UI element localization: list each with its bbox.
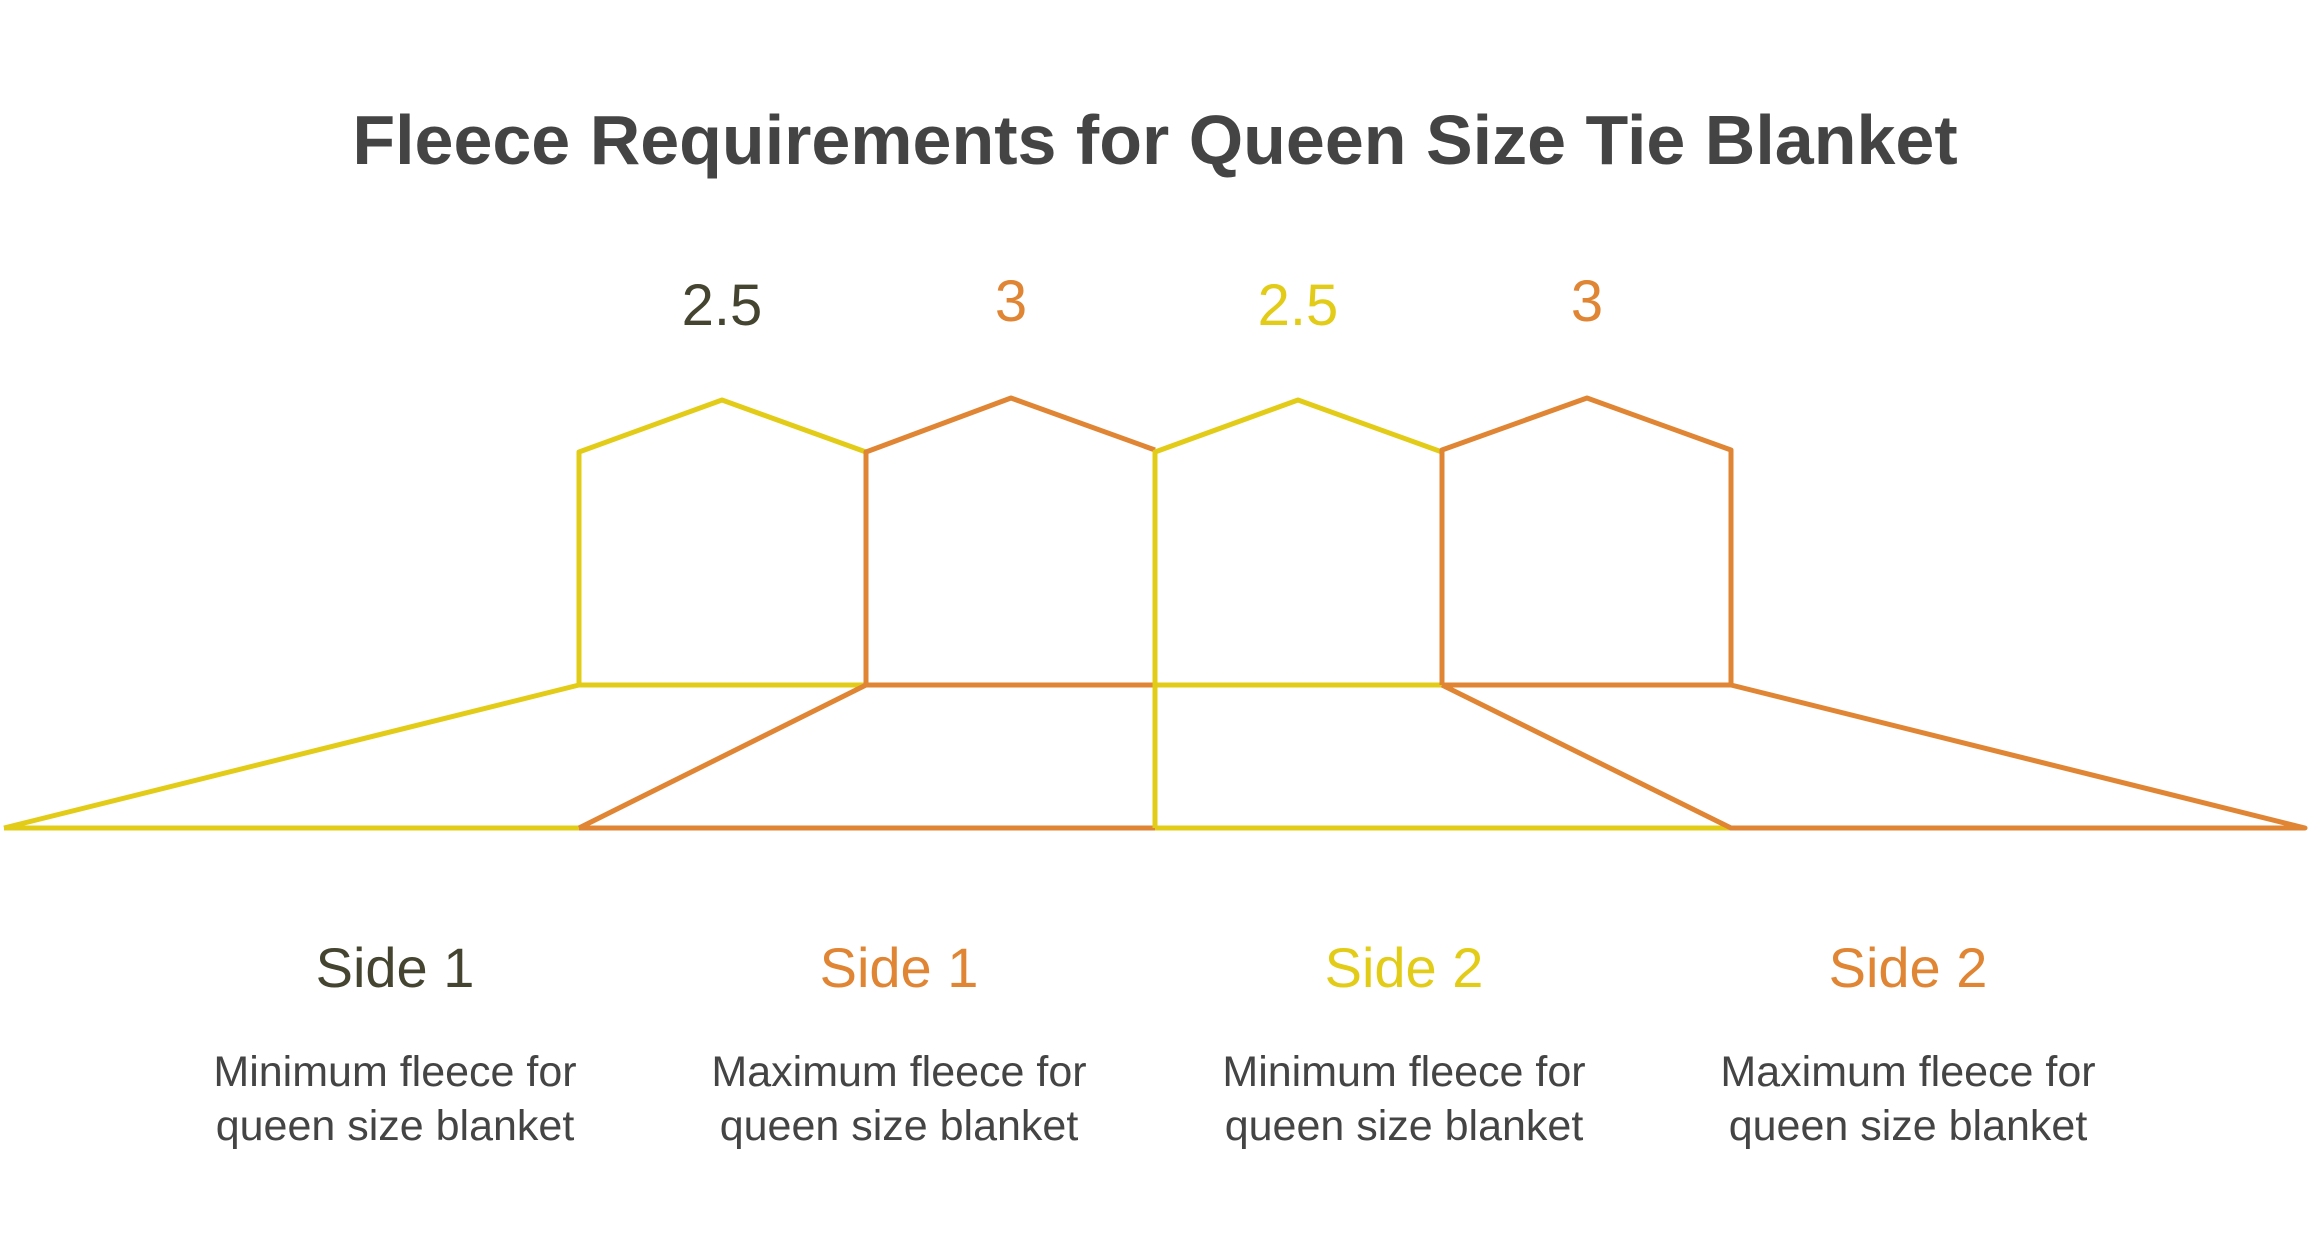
label-side1-max: Side 1 — [819, 936, 979, 999]
desc-side2-min: Minimum fleece for queen size blanket — [1222, 1048, 1586, 1150]
base-side1-max — [577, 682, 1155, 831]
house-side1-min — [576, 397, 867, 685]
desc-side1-min: Minimum fleece for queen size blanket — [213, 1048, 577, 1150]
label-side2-max: Side 2 — [1828, 936, 1988, 999]
house-side1-max — [863, 395, 1156, 685]
base-side2-min — [1152, 682, 1442, 828]
base-side2-max — [1440, 682, 2308, 831]
value-side1-max: 3 — [994, 269, 1028, 334]
label-side1-min: Side 1 — [315, 936, 475, 999]
house-side2-min — [1152, 397, 1443, 685]
diagram-title: Fleece Requirements for Queen Size Tie B… — [352, 101, 1958, 179]
label-side2-min: Side 2 — [1324, 936, 1484, 999]
value-side2-max: 3 — [1570, 269, 1604, 334]
value-side1-min: 2.5 — [681, 273, 763, 338]
value-side2-min: 2.5 — [1257, 273, 1339, 338]
desc-side1-max: Maximum fleece for queen size blanket — [711, 1048, 1087, 1150]
base-side1-min — [3, 682, 866, 831]
house-side2-max — [1439, 395, 1734, 685]
desc-side2-max: Maximum fleece for queen size blanket — [1720, 1048, 2096, 1150]
